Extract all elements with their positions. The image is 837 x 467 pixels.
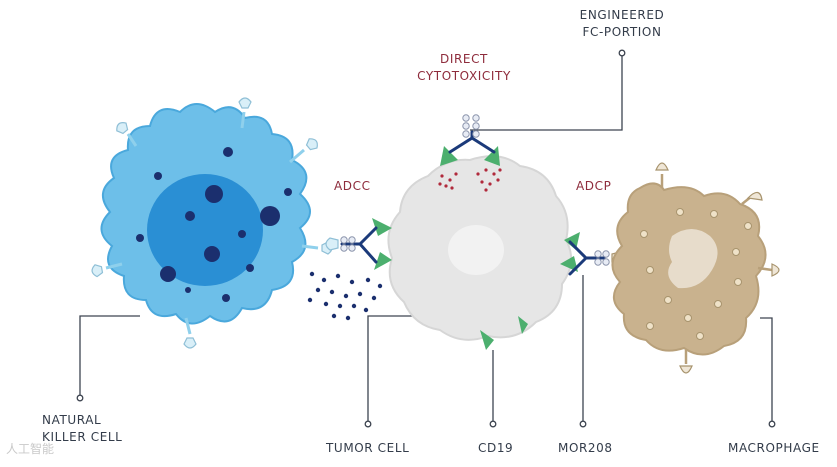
cd19-receptor-icon [372, 146, 580, 350]
label-tumor-cell: TUMOR CELL [326, 441, 410, 455]
label-mor208: MOR208 [558, 441, 613, 455]
label-natural-killer-cell-line1: NATURAL [42, 413, 102, 427]
label-direct-cytotoxicity-line2: CYTOTOXICITY [417, 69, 511, 83]
label-natural-killer-cell-line2: KILLER CELL [42, 430, 123, 444]
label-cd19: CD19 [478, 441, 514, 455]
granules [307, 271, 383, 321]
nk-cell-icon [90, 97, 333, 349]
label-engineered-fc-portion: ENGINEERED FC-PORTION [560, 7, 684, 41]
leader-endpoints [76, 49, 776, 428]
watermark: 人工智能 [6, 442, 55, 456]
label-direct-cytotoxicity-line1: DIRECT [439, 52, 488, 66]
antibody-hinges [340, 114, 610, 266]
antibody-icon [340, 130, 606, 276]
label-macrophage: MACROPHAGE [728, 441, 820, 455]
leader-lines [79, 55, 773, 422]
label-direct-cytotoxicity: DIRECT CYTOTOXICITY [402, 51, 526, 85]
label-adcp: ADCP [576, 179, 612, 193]
tumor-cell-icon [387, 155, 573, 341]
label-natural-killer-cell: NATURAL KILLER CELL [42, 412, 122, 446]
label-engineered-fc-portion-line2: FC-PORTION [582, 25, 662, 39]
macrophage-icon [611, 162, 780, 374]
label-adcc: ADCC [334, 179, 371, 193]
label-engineered-fc-portion-line1: ENGINEERED [579, 8, 665, 22]
